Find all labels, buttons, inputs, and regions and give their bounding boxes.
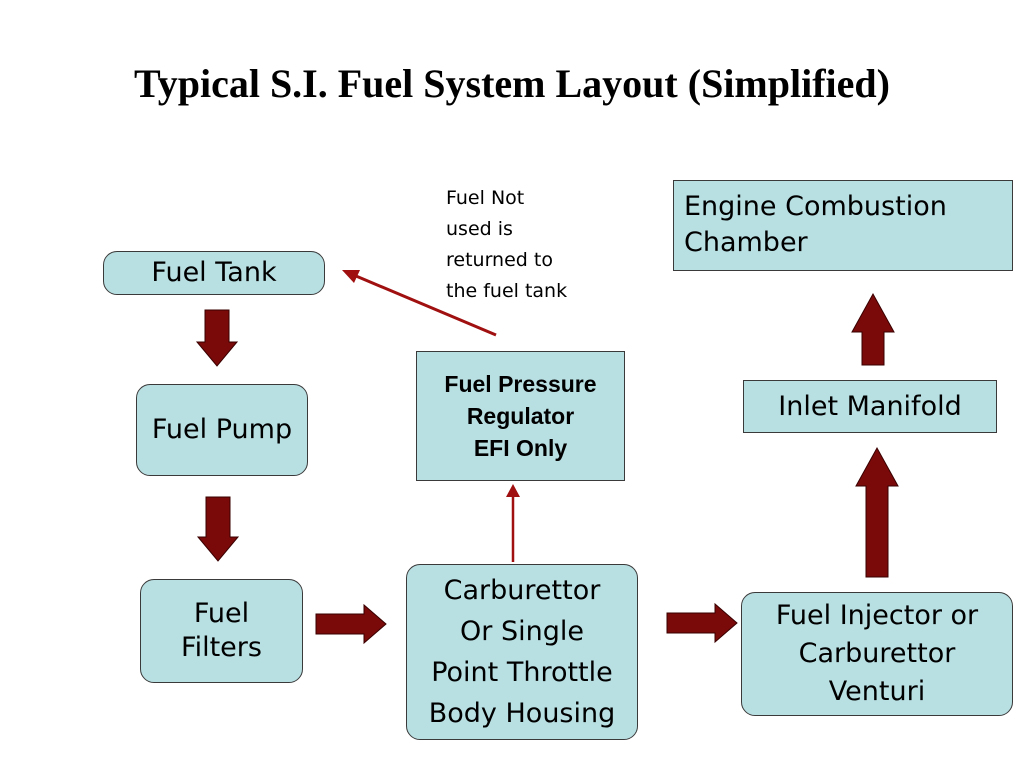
inlet-manifold-box: Inlet Manifold <box>743 380 997 433</box>
arrow-pump-to-filters <box>196 496 240 562</box>
inlet-manifold-label: Inlet Manifold <box>778 390 962 422</box>
return-note: Fuel Not used is returned to the fuel ta… <box>446 187 568 302</box>
pressure-regulator-box: Fuel Pressure Regulator EFI Only <box>416 351 625 481</box>
pressure-regulator-label: Fuel Pressure Regulator EFI Only <box>444 371 597 461</box>
arrow-manifold-to-chamber <box>851 292 895 366</box>
fuel-pump-box: Fuel Pump <box>136 384 308 476</box>
arrow-return-to-tank-head <box>342 270 360 283</box>
fuel-injector-box: Fuel Injector or Carburettor Venturi <box>741 592 1013 716</box>
arrow-filters-to-carburettor <box>315 603 387 645</box>
arrow-return-to-tank <box>355 274 497 337</box>
page-title: Typical S.I. Fuel System Layout (Simplif… <box>134 61 890 106</box>
fuel-tank-label: Fuel Tank <box>151 257 277 289</box>
fuel-pump-label: Fuel Pump <box>151 414 293 446</box>
arrow-carburettor-to-regulator-head <box>506 484 520 497</box>
arrow-injector-to-manifold <box>855 446 899 578</box>
fuel-filters-box: Fuel Filters <box>140 579 303 683</box>
fuel-tank-box: Fuel Tank <box>103 251 325 295</box>
carburettor-label: Carburettor Or Single Point Throttle Bod… <box>428 575 616 729</box>
fuel-injector-label: Fuel Injector or Carburettor Venturi <box>775 600 979 707</box>
carburettor-box: Carburettor Or Single Point Throttle Bod… <box>406 564 638 740</box>
combustion-chamber-label: Engine Combustion Chamber <box>684 191 947 258</box>
combustion-chamber-box: Engine Combustion Chamber <box>673 180 1013 271</box>
fuel-filters-label: Fuel Filters <box>181 598 262 663</box>
arrow-tank-to-pump <box>195 309 239 367</box>
arrow-carburettor-to-injector <box>666 602 738 644</box>
